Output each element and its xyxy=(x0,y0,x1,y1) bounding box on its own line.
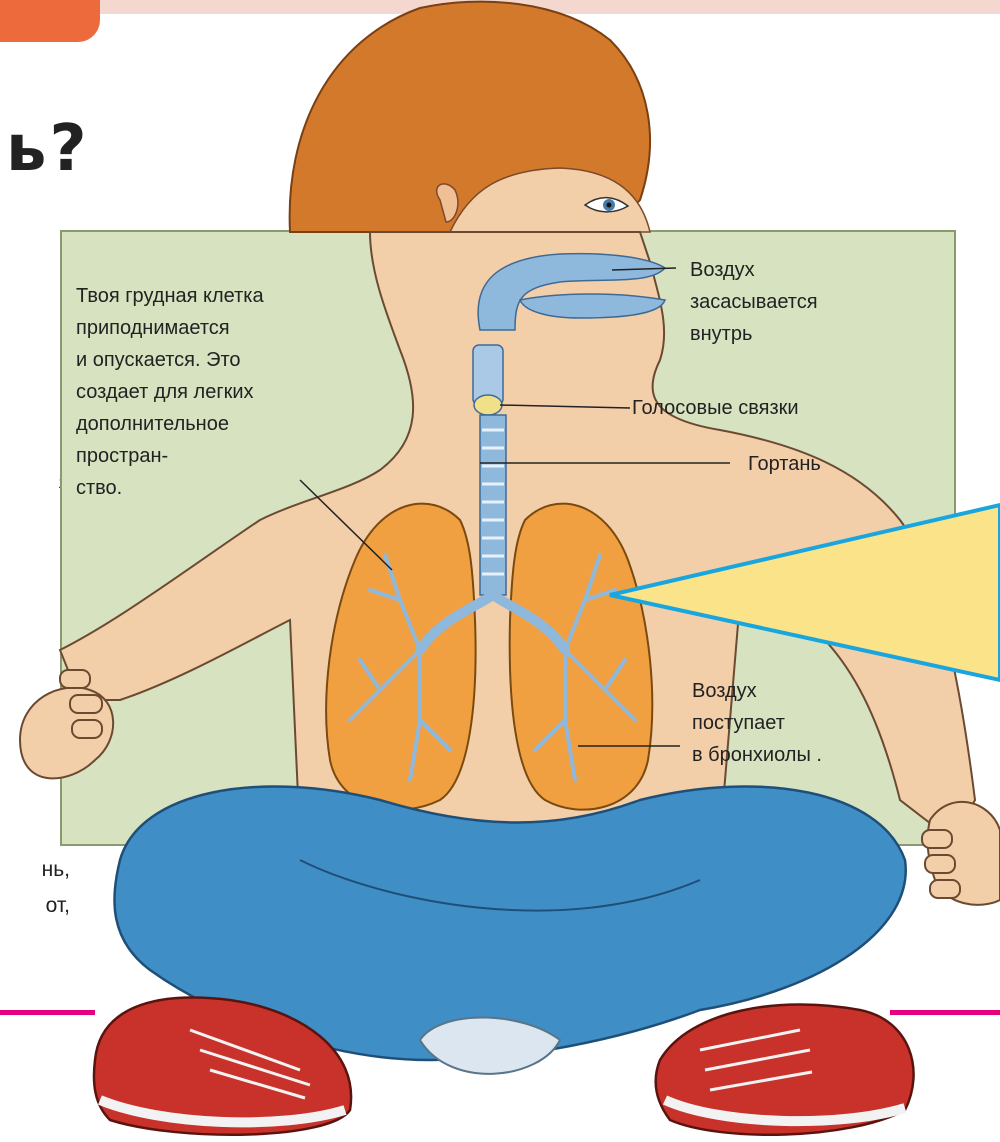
bottom-rule-right xyxy=(890,1010,1000,1015)
bronchioles-label-line: в бронхиолы . xyxy=(692,739,822,771)
air-in-label-line: Воздух xyxy=(690,254,818,286)
chest-label-line: приподнимается xyxy=(76,312,264,344)
air-in-label: Воздух засасывается внутрь xyxy=(690,254,818,350)
right-hand xyxy=(922,802,1000,905)
right-sneaker xyxy=(656,1004,914,1134)
bronchioles-label-line: Воздух xyxy=(692,675,822,707)
trachea xyxy=(480,415,506,595)
chest-label-line: простран- xyxy=(76,440,264,472)
vocal-cords-label: Голосовые связки xyxy=(632,392,799,424)
chest-label-line: дополнительное xyxy=(76,408,264,440)
bottom-rule-left xyxy=(0,1010,95,1015)
chest-label: Твоя грудная клетка приподнимается и опу… xyxy=(76,280,264,504)
chest-label-line: ство. xyxy=(76,472,264,504)
chest-label-line: Твоя грудная клетка xyxy=(76,280,264,312)
air-in-label-line: засасывается xyxy=(690,286,818,318)
vocal-cords-icon xyxy=(474,395,502,415)
larynx-label: Гортань xyxy=(748,448,821,480)
chest-label-line: создает для легких xyxy=(76,376,264,408)
air-in-label-line: внутрь xyxy=(690,318,818,350)
bronchioles-label-line: поступает xyxy=(692,707,822,739)
chest-label-line: и опускается. Это xyxy=(76,344,264,376)
bronchioles-label: Воздух поступает в бронхиолы . xyxy=(692,675,822,771)
